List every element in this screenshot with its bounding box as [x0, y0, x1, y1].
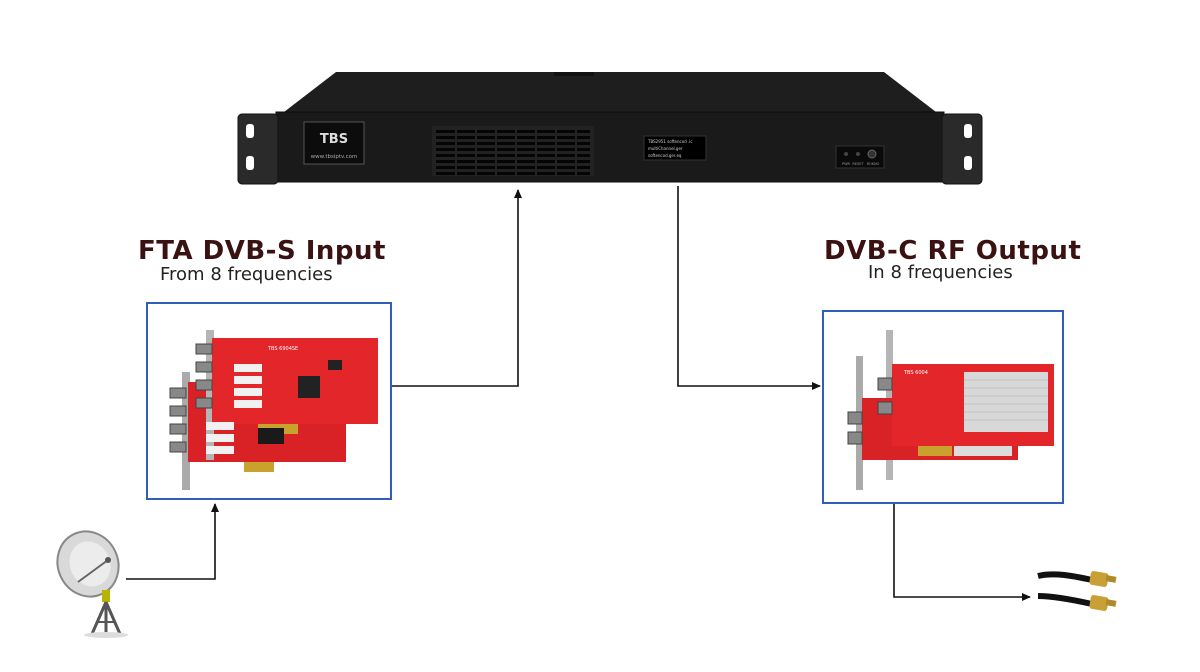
button-label-reset: RESET: [852, 162, 864, 166]
input-title: FTA DVB-S Input: [138, 236, 386, 266]
button-label-pwr: PWR: [842, 162, 851, 166]
input-card-label: TBS 6904SE: [267, 346, 298, 352]
line-device-to-output: [677, 186, 821, 390]
line-input-to-device: [392, 189, 522, 387]
input-subtitle: From 8 frequencies: [160, 264, 333, 285]
button-label-rokno: ROKNO: [867, 162, 880, 166]
lcd-line-3: softencod.ger.eq: [648, 153, 682, 158]
output-card-box: TBS 6004: [822, 310, 1064, 504]
rf-cable-icon: [1037, 571, 1117, 611]
input-card-box: TBS 6904SE: [146, 302, 392, 500]
output-card-label: TBS 6004: [903, 370, 928, 376]
lcd-line-1: TBS2951 softencod .ic: [647, 139, 693, 144]
output-title: DVB-C RF Output: [824, 236, 1082, 266]
device-url: www.tbsiptv.com: [311, 154, 358, 160]
output-subtitle: In 8 frequencies: [868, 262, 1013, 283]
lcd-line-2: multiChannel.ger: [648, 146, 683, 151]
rack-device: TBS www.tbsiptv.com TBS2951 softencod .i…: [237, 72, 983, 185]
line-dish-to-input: [126, 503, 219, 580]
output-modulator-card-image: TBS 6004: [847, 330, 1054, 490]
device-lcd: [643, 135, 707, 161]
led-pwr: [844, 152, 848, 156]
power-button-icon: [867, 149, 877, 159]
line-output-to-cable: [893, 504, 1031, 601]
led-reset: [856, 152, 860, 156]
satellite-dish-icon: [56, 530, 128, 638]
device-logo-panel: [303, 121, 365, 165]
device-logo: TBS: [320, 132, 348, 147]
input-tuner-card-image: TBS 6904SE: [169, 330, 378, 490]
vent-grille: [432, 126, 594, 176]
